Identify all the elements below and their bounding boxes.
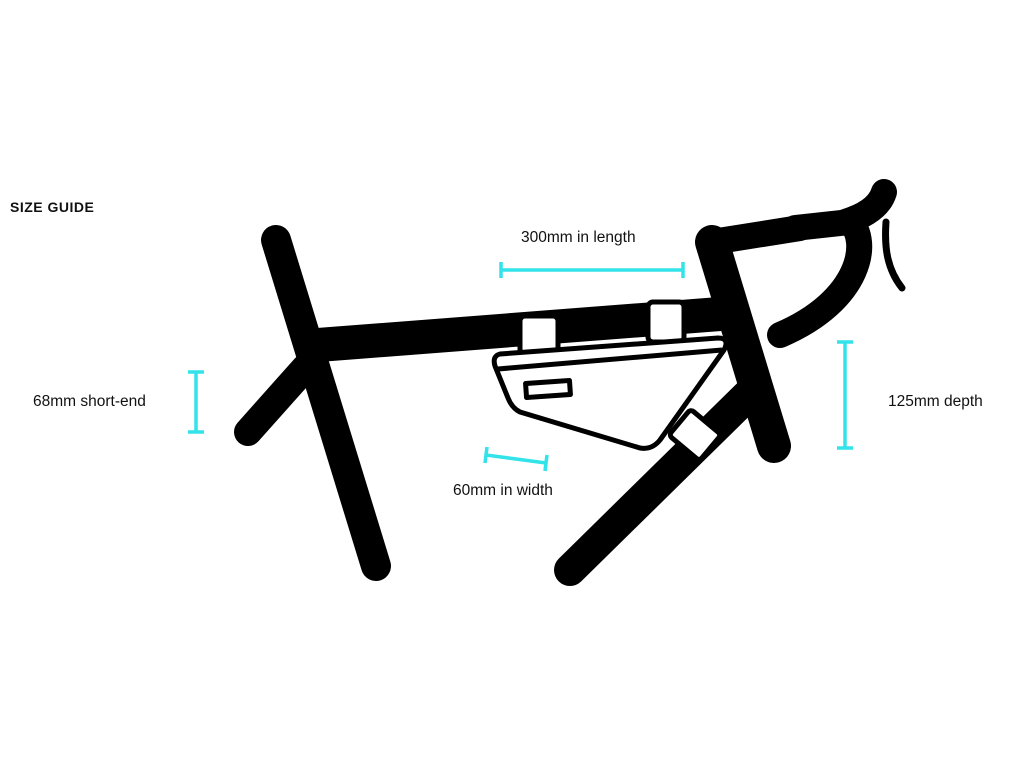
bag-label-patch (523, 377, 573, 401)
seat-tube (261, 225, 391, 581)
page-title: SIZE GUIDE (10, 199, 95, 215)
width-label: 60mm in width (453, 482, 553, 499)
brake-hood (832, 179, 897, 235)
bike-frame (234, 179, 906, 586)
depth-marker (837, 340, 853, 450)
short-end-label: 68mm short-end (33, 393, 146, 410)
down-tube-strap (667, 408, 723, 462)
length-label: 300mm in length (521, 229, 636, 246)
frame-bag (491, 299, 729, 462)
brake-lever (882, 218, 906, 292)
down-tube (554, 379, 764, 586)
handlebar-drop (767, 208, 873, 348)
bag-strap (645, 299, 687, 345)
length-marker (499, 262, 685, 278)
short-end-marker (188, 370, 204, 434)
bag-zipper (497, 347, 723, 372)
depth-label: 125mm depth (888, 393, 983, 410)
dimension-markers (188, 262, 853, 472)
width-marker (483, 446, 549, 472)
seat-stay (234, 354, 319, 446)
head-tube (695, 225, 791, 463)
